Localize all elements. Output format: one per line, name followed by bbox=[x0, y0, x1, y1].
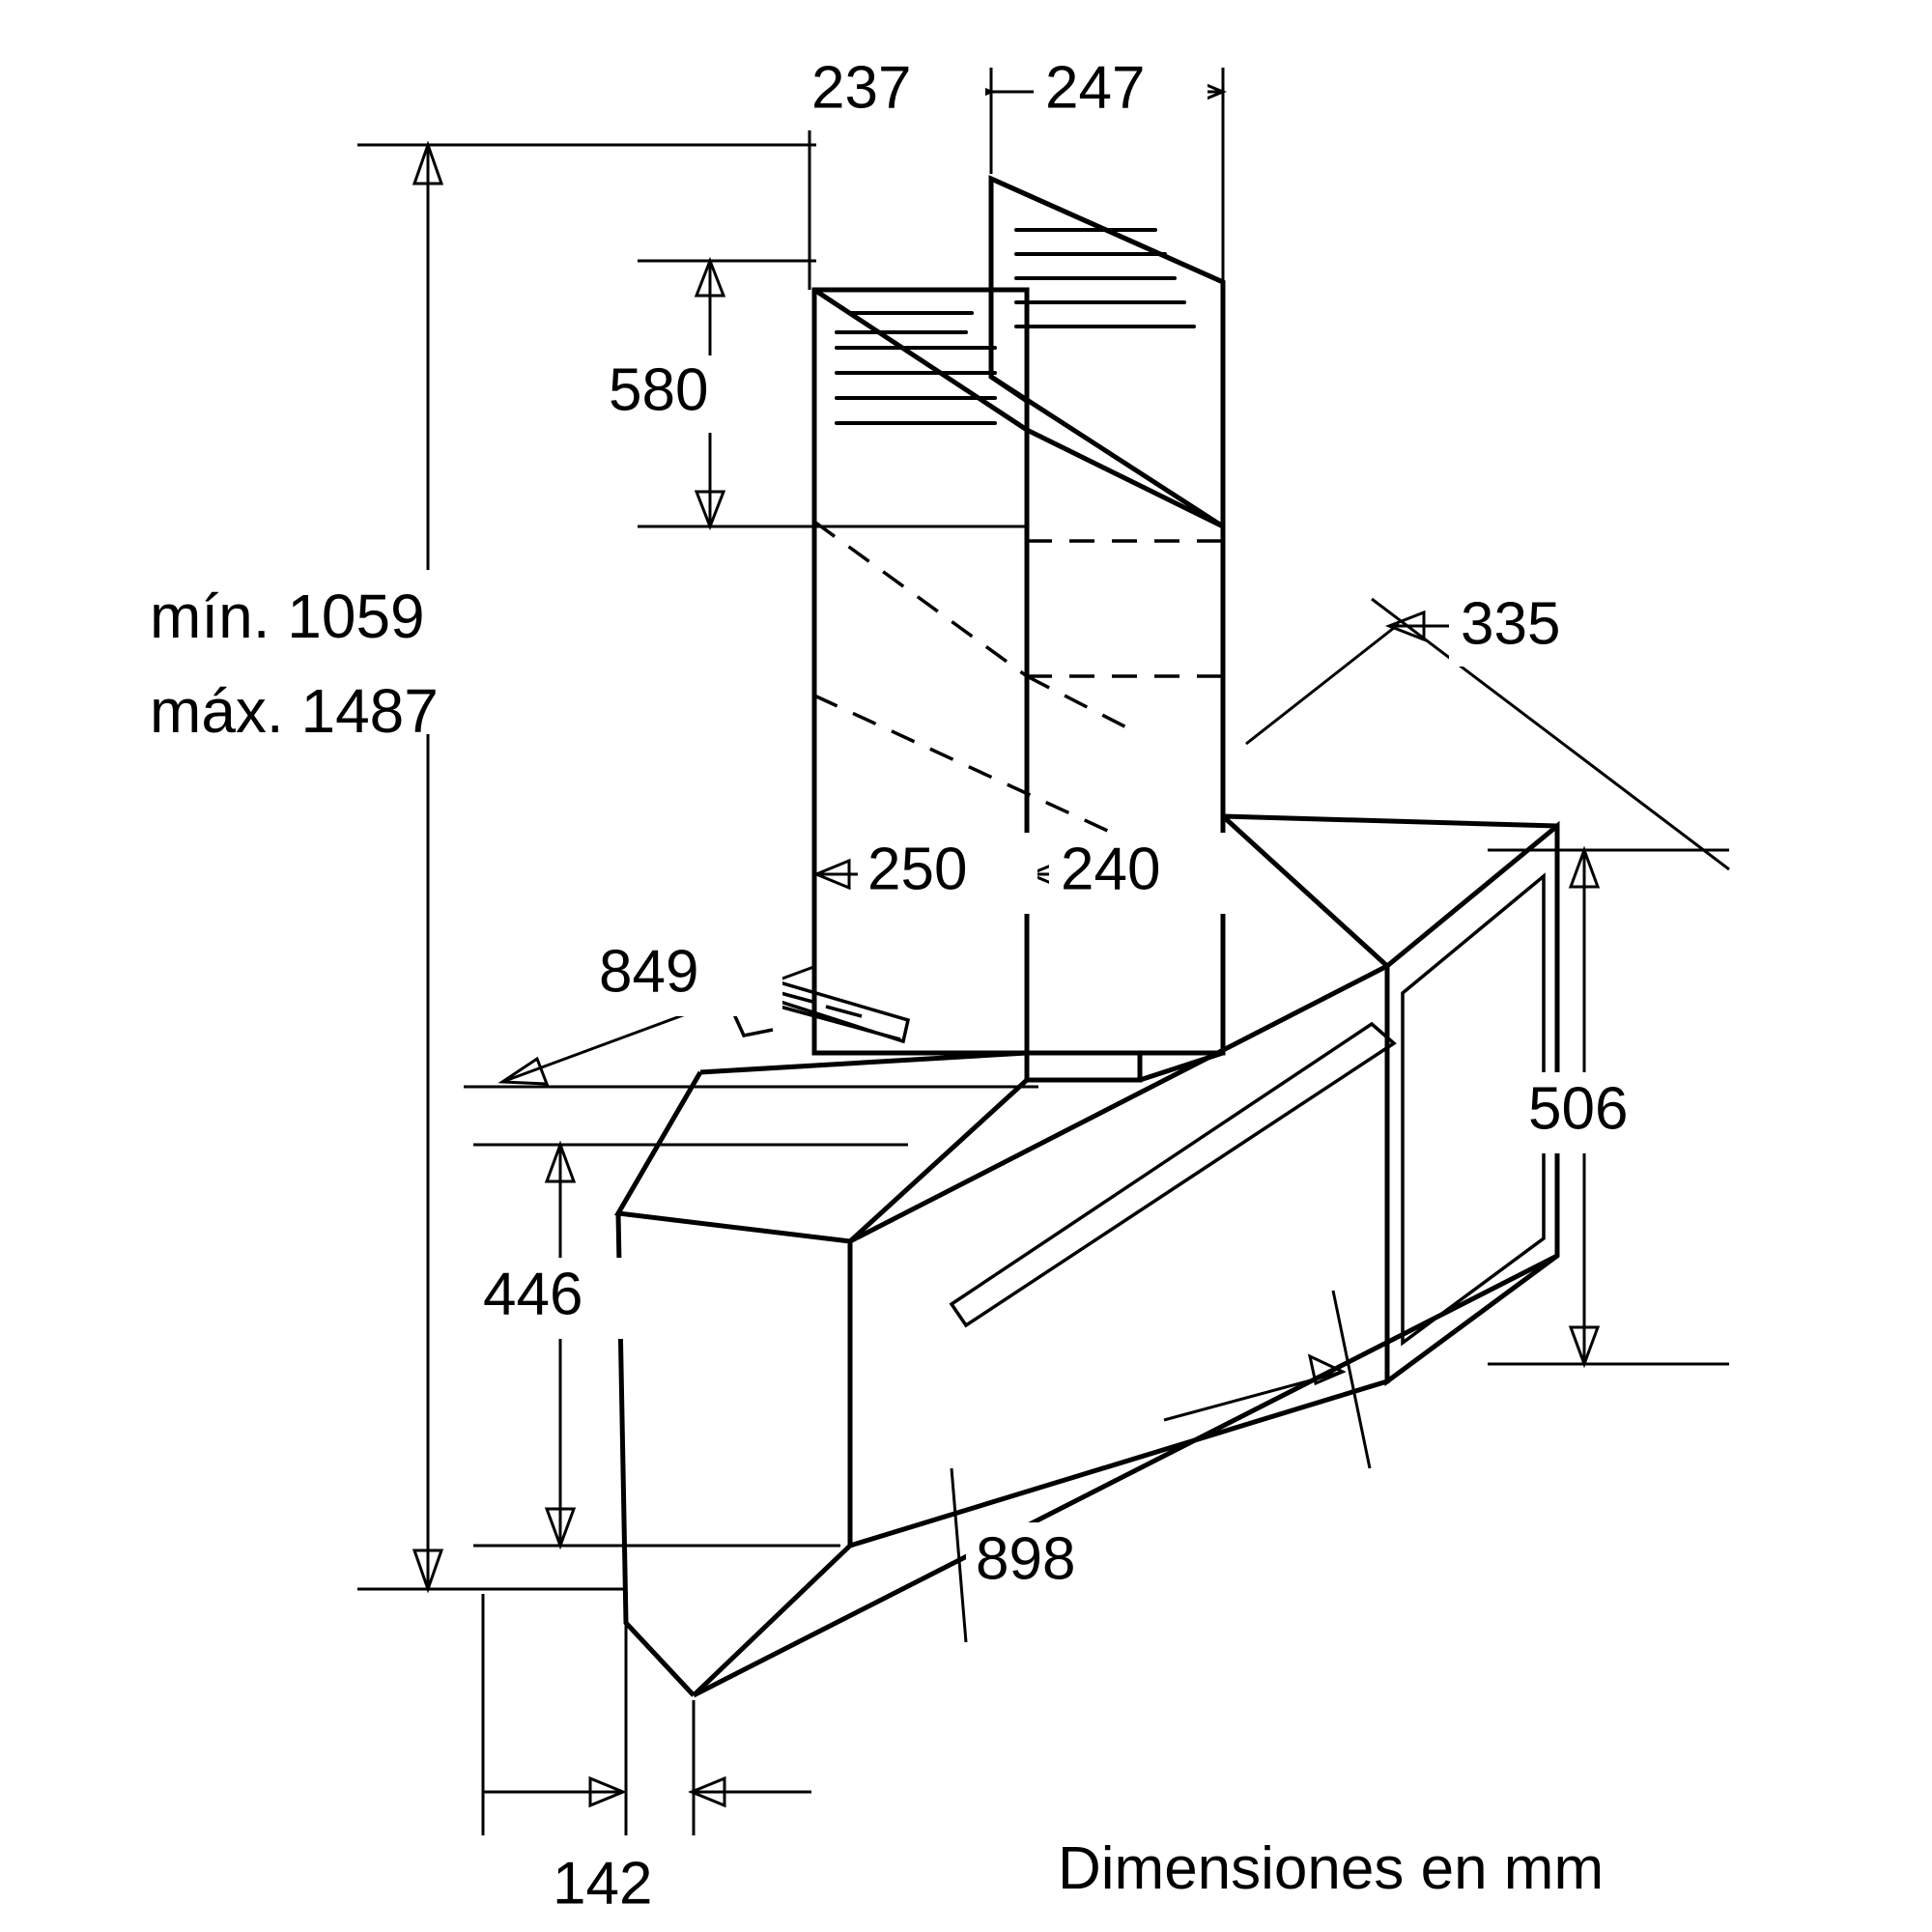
canopy-front-face bbox=[847, 961, 1390, 1549]
canopy-top-rear-edge bbox=[1222, 813, 1558, 829]
chimney-group bbox=[811, 175, 1226, 1083]
chimney-right-face bbox=[1025, 427, 1226, 1056]
dim-237: 237 bbox=[792, 53, 995, 290]
dim-total-height: mín. 1059 máx. 1487 bbox=[135, 140, 816, 1594]
chimney-notch-left bbox=[989, 374, 1029, 404]
dim-label-898: 898 bbox=[976, 1525, 1075, 1592]
dim-label-240: 240 bbox=[1061, 836, 1160, 902]
dim-label-142: 142 bbox=[553, 1850, 652, 1917]
dim-142: 142 bbox=[481, 1594, 811, 1928]
vent-slats-rear bbox=[1014, 228, 1196, 328]
chimney-foot bbox=[1024, 1053, 1143, 1083]
vent-slats-front bbox=[835, 311, 997, 425]
units-note: Dimensiones en mm bbox=[1058, 1835, 1604, 1902]
dim-247: 247 bbox=[991, 53, 1227, 282]
dim-335: 335 bbox=[1245, 589, 1730, 871]
dim-250-240: 250 240 bbox=[812, 715, 1229, 1005]
glass-inner-frame bbox=[1401, 872, 1546, 1347]
canopy-group bbox=[613, 813, 1560, 1698]
canopy-top-right-slope bbox=[1221, 814, 1389, 968]
dim-label-446: 446 bbox=[483, 1261, 582, 1327]
canopy-left-bottom-edge bbox=[692, 1544, 852, 1697]
dim-label-580: 580 bbox=[609, 356, 708, 423]
chimney-upper-left-top bbox=[812, 287, 1029, 433]
dim-446: 446 bbox=[473, 1140, 908, 1550]
canopy-left-top-face bbox=[613, 1070, 851, 1244]
dim-580: 580 bbox=[599, 256, 1027, 531]
dim-849: 849 bbox=[464, 935, 1038, 1089]
dim-label-335: 335 bbox=[1461, 590, 1560, 657]
canopy-bottom-face bbox=[692, 1253, 1559, 1698]
canopy-top-left-edge bbox=[699, 1050, 1028, 1075]
dim-label-247: 247 bbox=[1045, 54, 1145, 121]
canopy-left-inner-edge bbox=[848, 1078, 1029, 1243]
handle-bar bbox=[949, 1021, 1397, 1328]
chimney-upper-left-face bbox=[811, 287, 1030, 1056]
dim-label-max-height: máx. 1487 bbox=[150, 676, 439, 746]
hidden-duct-lines bbox=[812, 520, 1223, 852]
dim-label-min-height: mín. 1059 bbox=[150, 582, 425, 651]
dim-898: 898 bbox=[950, 1290, 1372, 1643]
dim-label-250: 250 bbox=[867, 836, 967, 902]
dim-label-506: 506 bbox=[1528, 1075, 1628, 1142]
dim-label-237: 237 bbox=[811, 54, 911, 121]
dim-506: 506 bbox=[1488, 845, 1729, 1369]
dim-label-849: 849 bbox=[599, 938, 698, 1005]
